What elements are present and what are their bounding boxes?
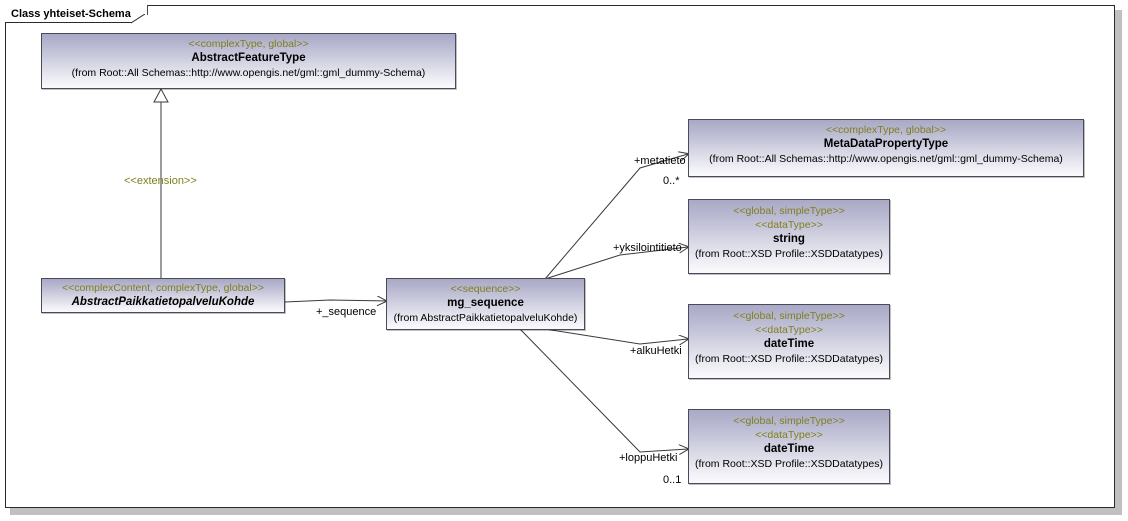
- connector-label-metatieto-multiplicity: 0..*: [663, 175, 680, 187]
- class-name: AbstractFeatureType: [191, 52, 306, 64]
- class-box-string-datatype[interactable]: <<global, simpleType>> <<dataType>> stri…: [688, 199, 890, 274]
- class-stereotype: <<complexType, global>>: [825, 124, 947, 136]
- class-box-datetime-alkuhetki[interactable]: <<global, simpleType>> <<dataType>> date…: [688, 304, 890, 379]
- connector-label-extension: <<extension>>: [124, 175, 197, 187]
- class-stereotype: <<complexContent, complexType, global>>: [62, 282, 264, 294]
- class-name: mg_sequence: [447, 297, 524, 309]
- class-namespace: (from Root::All Schemas::http://www.open…: [709, 153, 1063, 165]
- class-stereotype-secondary: <<dataType>>: [755, 324, 823, 336]
- connector-label-sequence-role: +_sequence: [316, 306, 377, 318]
- class-name: dateTime: [763, 443, 815, 455]
- class-namespace: (from AbstractPaikkatietopalveluKohde): [393, 312, 578, 324]
- class-namespace: (from Root::XSD Profile::XSDDatatypes): [695, 248, 883, 260]
- class-stereotype-secondary: <<dataType>>: [755, 429, 823, 441]
- class-name: AbstractPaikkatietopalveluKohde: [71, 296, 255, 308]
- class-name: dateTime: [763, 338, 815, 350]
- frame-title-tab: Class yhteiset-Schema: [5, 5, 148, 23]
- class-stereotype: <<global, simpleType>>: [733, 205, 845, 217]
- class-stereotype: <<sequence>>: [450, 283, 521, 295]
- class-box-datetime-loppuhetki[interactable]: <<global, simpleType>> <<dataType>> date…: [688, 409, 890, 484]
- class-namespace: (from Root::XSD Profile::XSDDatatypes): [695, 458, 883, 470]
- class-namespace: (from Root::All Schemas::http://www.open…: [71, 67, 426, 79]
- connector-label-yksilointitieto-role: +yksilointitieto: [613, 242, 682, 254]
- class-stereotype: <<global, simpleType>>: [733, 415, 845, 427]
- class-box-abstract-feature-type[interactable]: <<complexType, global>> AbstractFeatureT…: [41, 33, 456, 89]
- connector-label-loppuhetki-multiplicity: 0..1: [663, 474, 682, 486]
- connector-label-alkuhetki-role: +alkuHetki: [630, 345, 682, 357]
- class-stereotype-secondary: <<dataType>>: [755, 219, 823, 231]
- class-box-abstract-paikkatietopalvelu-kohde[interactable]: <<complexContent, complexType, global>> …: [41, 278, 285, 313]
- class-stereotype: <<global, simpleType>>: [733, 310, 845, 322]
- connector-label-loppuhetki-role: +loppuHetki: [619, 452, 678, 464]
- class-box-mg-sequence[interactable]: <<sequence>> mg_sequence (from AbstractP…: [386, 278, 585, 330]
- connector-label-metatieto-role: +metatieto: [634, 155, 686, 167]
- class-name: MetaDataPropertyType: [823, 138, 949, 150]
- class-box-metadata-property-type[interactable]: <<complexType, global>> MetaDataProperty…: [688, 119, 1084, 177]
- class-namespace: (from Root::XSD Profile::XSDDatatypes): [695, 353, 883, 365]
- class-stereotype: <<complexType, global>>: [188, 38, 309, 50]
- class-name: string: [773, 233, 805, 245]
